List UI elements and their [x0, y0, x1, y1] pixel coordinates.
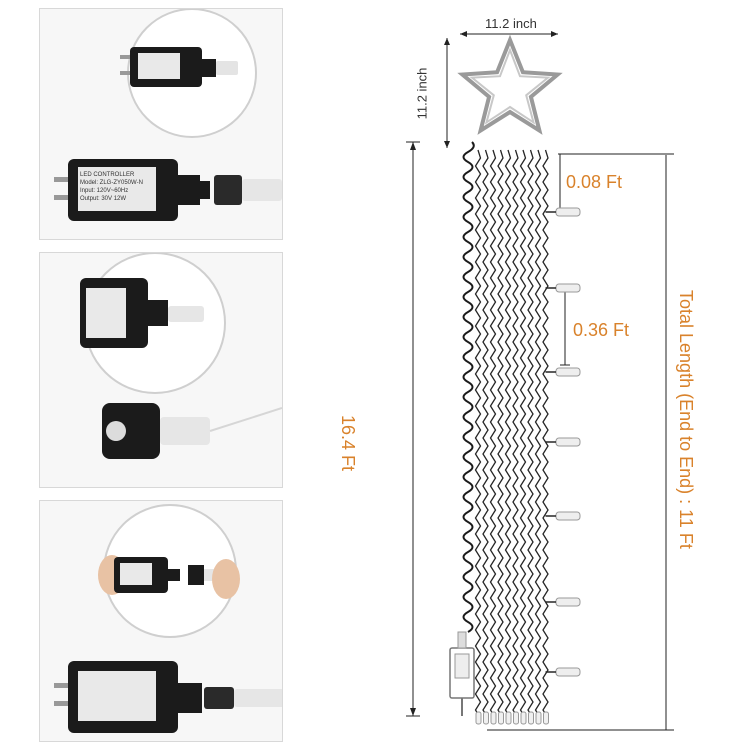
wire-strand	[504, 149, 512, 719]
bulb	[483, 711, 489, 725]
hands-connecting	[98, 555, 240, 599]
wire-strands	[474, 149, 549, 719]
adapter-small	[120, 47, 238, 87]
wire-strand	[482, 149, 489, 719]
wire-strand	[527, 149, 534, 719]
bulb	[555, 367, 581, 377]
bulb	[475, 711, 482, 725]
bulb	[555, 667, 581, 677]
bulb-tips	[475, 207, 581, 725]
panel-adapter-overview: LED CONTROLLER Model: ZLG-ZY050W-N Input…	[39, 8, 283, 240]
star-width-label: 11.2 inch	[485, 16, 537, 31]
bulb	[535, 711, 542, 725]
bulb	[528, 711, 534, 725]
bulb	[555, 437, 581, 447]
adapter-large	[54, 159, 282, 221]
panel-hand-connection	[39, 500, 283, 742]
dimension-diagram	[406, 31, 674, 731]
star-height-label: 11.2 inch	[414, 67, 430, 120]
bulb	[490, 711, 497, 725]
wire-strand	[534, 149, 542, 719]
bulb	[555, 597, 581, 607]
star-topper	[457, 34, 563, 135]
adapter-label-line: Output: 30V 12W	[80, 196, 127, 202]
bulb	[555, 511, 581, 521]
lead-length-label: 16.4 Ft	[338, 415, 358, 472]
wire-strand	[497, 149, 504, 719]
bulb	[555, 207, 581, 217]
adapter-label-line: Model: ZLG-ZY050W-N	[80, 180, 143, 186]
wire-strand	[489, 149, 497, 719]
bulb	[498, 711, 504, 725]
adapter-side	[80, 278, 204, 348]
wire-strand	[519, 149, 527, 719]
adapter-label-line: Input: 120V~60Hz	[80, 188, 129, 194]
bulb	[513, 711, 519, 725]
wire-strand	[512, 149, 519, 719]
bottom-connector	[449, 631, 475, 716]
wire-strand	[474, 149, 482, 719]
total-length-label: Total Length (End to End) : 11 Ft	[676, 290, 696, 549]
bulb	[555, 283, 581, 293]
wire-strand	[542, 149, 549, 719]
strand-spacing-label: 0.36 Ft	[573, 320, 630, 340]
panel-connector-detail	[39, 252, 283, 488]
connector-plug	[102, 403, 282, 459]
bulb-gap-label: 0.08 Ft	[566, 172, 623, 192]
bulb	[505, 711, 512, 725]
bulb	[520, 711, 527, 725]
adapter-label-line: LED CONTROLLER	[80, 172, 135, 178]
coiled-lead-wire	[462, 141, 475, 633]
adapter-bottom	[54, 661, 282, 733]
bulb	[543, 711, 549, 725]
